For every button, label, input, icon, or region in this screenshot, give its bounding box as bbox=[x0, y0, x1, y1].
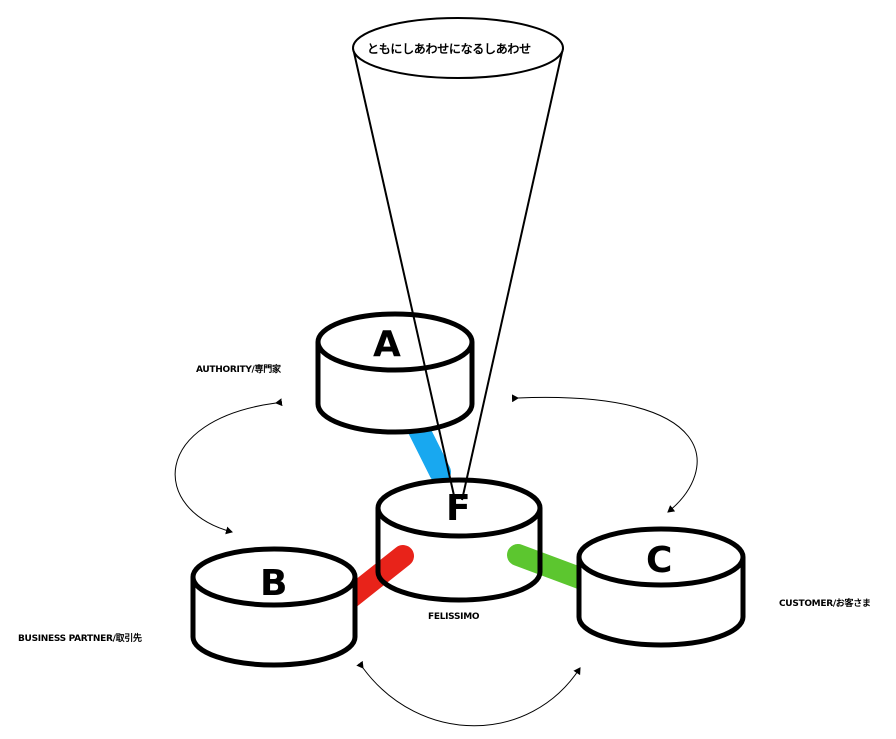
cylinder-c bbox=[576, 526, 746, 648]
node-f-label: FELISSIMO bbox=[428, 612, 480, 622]
arrow-b-c bbox=[356, 660, 581, 727]
node-a-label: AUTHORITY/専門家 bbox=[196, 365, 281, 375]
cylinder-b bbox=[190, 546, 358, 668]
node-c-letter: C bbox=[646, 540, 673, 581]
node-b-letter: B bbox=[260, 563, 288, 604]
cone-title: ともにしあわせになるしあわせ bbox=[367, 42, 531, 56]
node-f-letter: F bbox=[446, 488, 471, 529]
node-c-label: CUSTOMER/お客さま bbox=[779, 599, 871, 609]
arrow-a-c bbox=[511, 394, 698, 513]
arrow-a-b bbox=[174, 398, 283, 535]
node-b-label: BUSINESS PARTNER/取引先 bbox=[18, 634, 142, 644]
node-a-letter: A bbox=[373, 324, 401, 365]
cylinder-f bbox=[375, 477, 543, 603]
vision-cone bbox=[352, 17, 564, 501]
link-c-f bbox=[507, 544, 596, 591]
cylinder-a bbox=[315, 311, 475, 435]
